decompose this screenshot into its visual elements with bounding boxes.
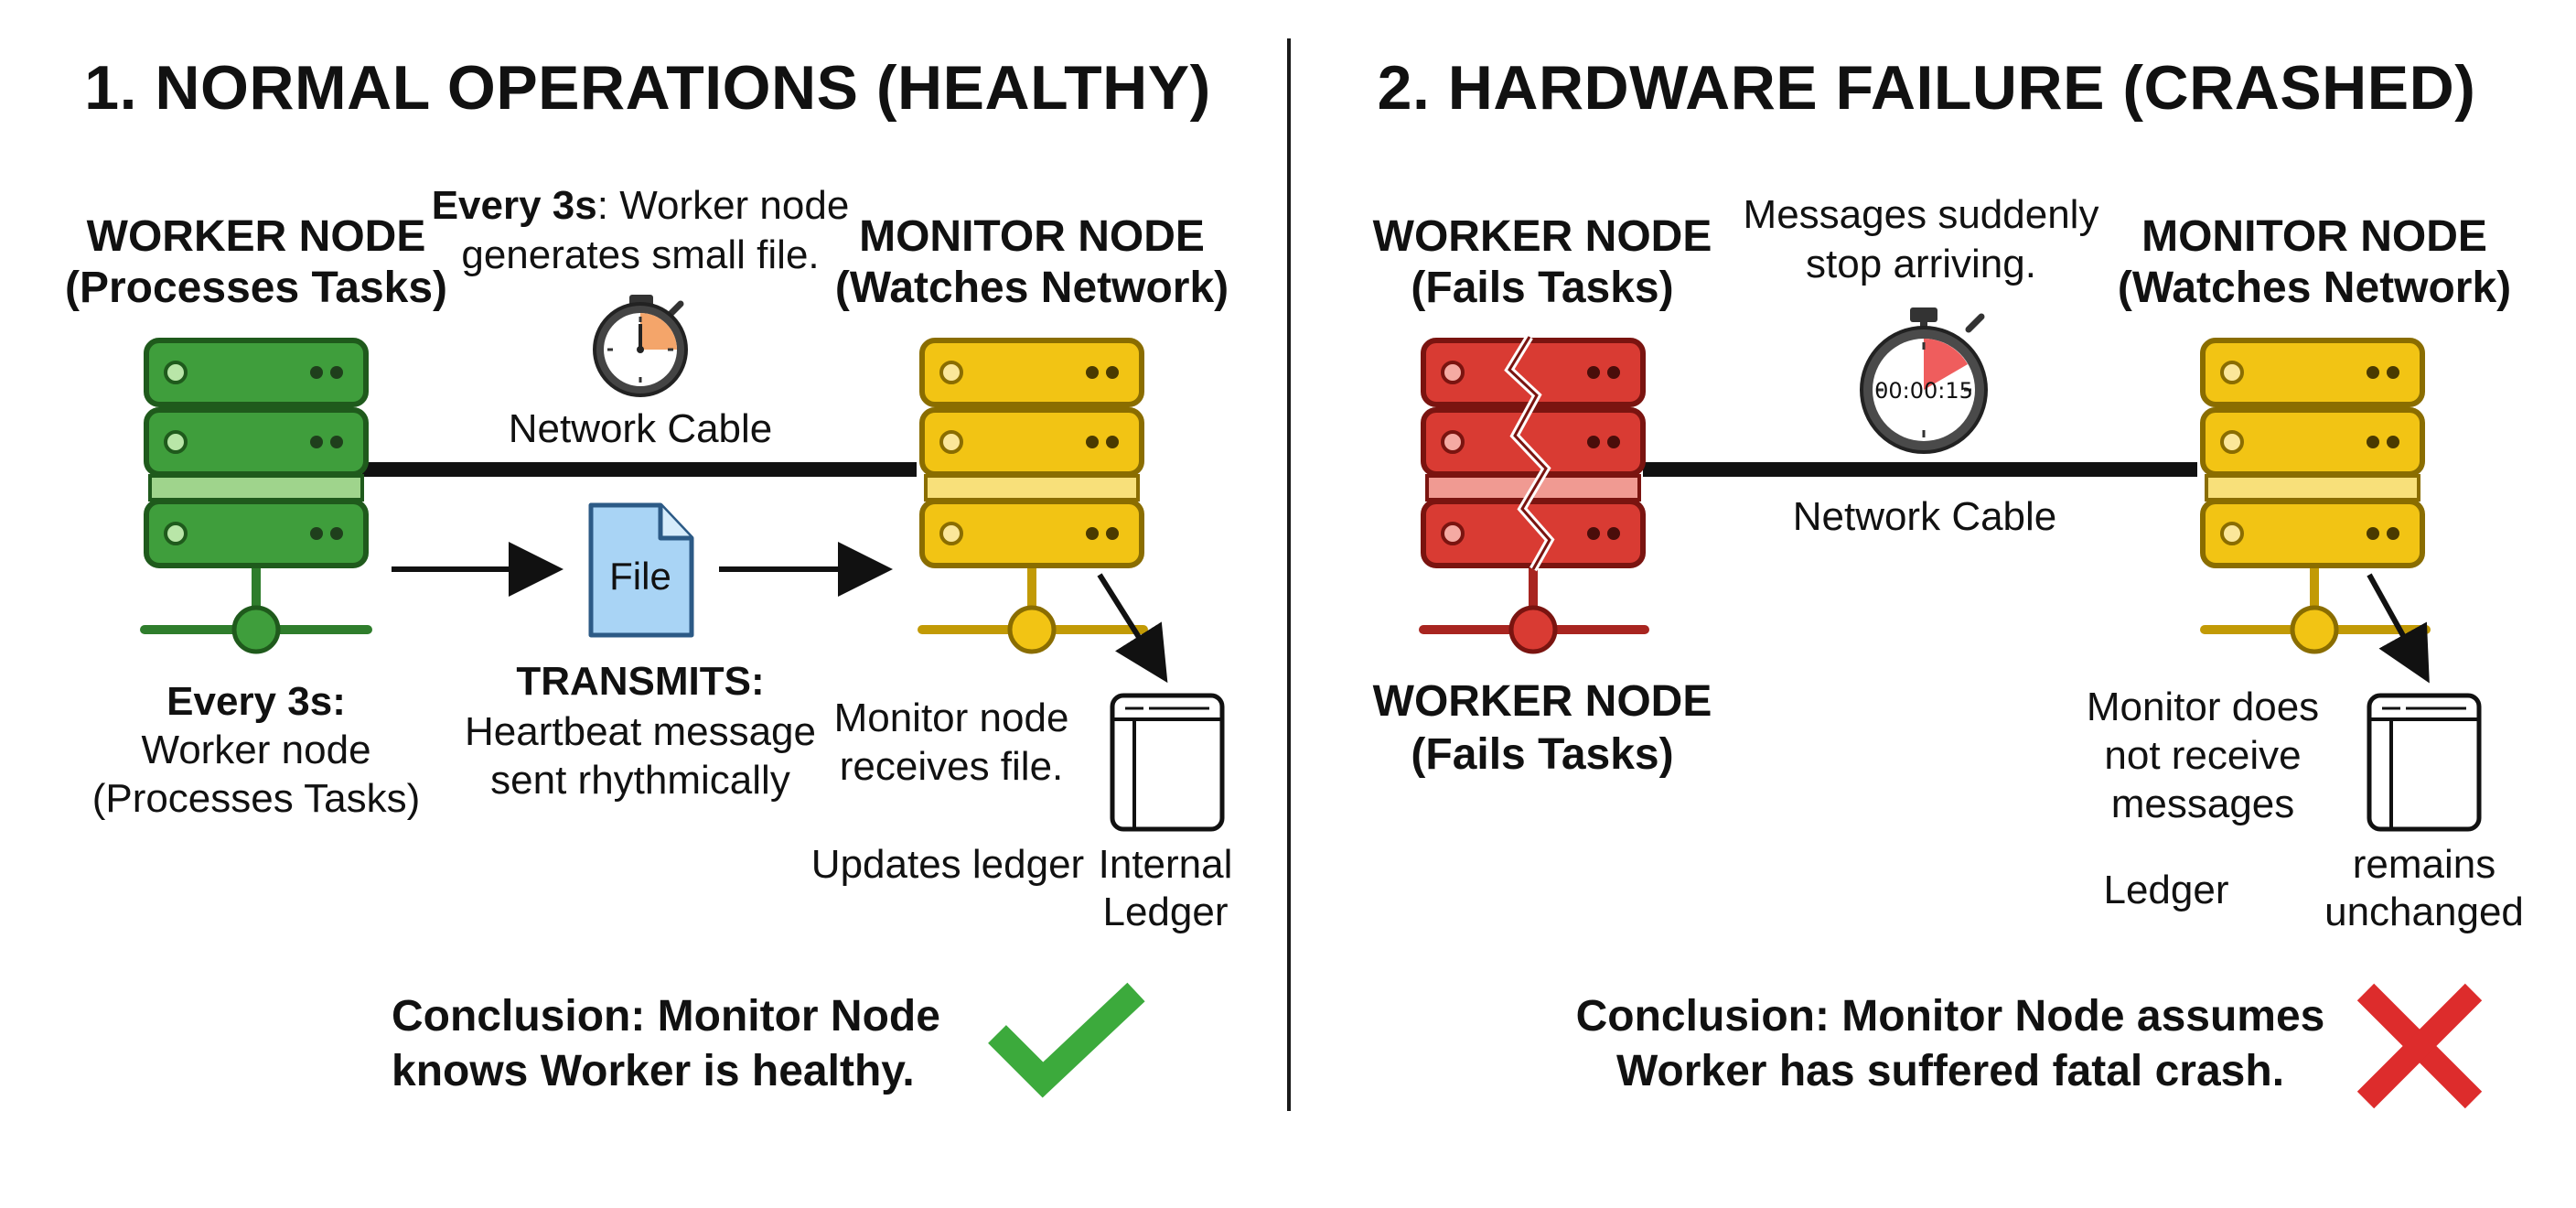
ledger-status-line-2: unchanged: [2324, 890, 2524, 934]
transmit-line-1: Heartbeat message: [465, 709, 816, 754]
monitor-no-receive-line-1: Monitor does: [2086, 685, 2320, 729]
failed-worker-caption-title: WORKER NODE: [1372, 677, 1712, 726]
conclusion-line-1-right: Conclusion: Monitor Node assumes: [1575, 992, 2325, 1041]
monitor-no-receive-line-2: not receive: [2104, 733, 2302, 778]
ledger-label-right: Ledger: [2103, 868, 2229, 912]
worker-node-sublabel: (Processes Tasks): [64, 264, 448, 312]
cross-mark-icon: [2356, 983, 2483, 1109]
monitor-node-sublabel: (Watches Network): [834, 264, 1229, 312]
conclusion-line-2-right: Worker has suffered fatal crash.: [1615, 1047, 2285, 1095]
worker-caption-line-2: (Processes Tasks): [91, 776, 421, 821]
stopwatch-icon: [593, 295, 688, 397]
panel-divider: [1287, 38, 1291, 1111]
ledger-icon: [1110, 693, 1225, 832]
conclusion-line-2: knows Worker is healthy.: [392, 1047, 915, 1095]
check-mark-icon: [988, 982, 1145, 1098]
message-stop-line-1: Messages suddenly: [1743, 192, 2099, 237]
interval-description-line-2: generates small file.: [461, 232, 820, 277]
file-document-icon: [588, 502, 694, 638]
failed-worker-sublabel: (Fails Tasks): [1411, 264, 1674, 312]
monitor-node-sublabel-right: (Watches Network): [2117, 264, 2512, 312]
worker-caption-line-1: Worker node: [141, 728, 371, 772]
timer-readout: 00:00:15: [1874, 378, 1973, 404]
ledger-arrow-right: [2367, 573, 2430, 684]
transmit-title: TRANSMITS:: [516, 659, 765, 704]
network-cable-label-right: Network Cable: [1792, 494, 2057, 539]
ledger-update-text: Updates ledger: [810, 842, 1085, 887]
message-stop-line-2: stop arriving.: [1806, 242, 2036, 286]
ledger-status-line-1: remains: [2352, 842, 2496, 887]
ledger-label-line-1: Internal: [1098, 842, 1233, 887]
monitor-server-icon-right: [2200, 338, 2431, 654]
interval-bold: Every 3s: [431, 183, 597, 228]
worker-caption-title: Every 3s:: [166, 679, 346, 724]
network-cable-label: Network Cable: [508, 406, 773, 451]
stopwatch-icon-right: [1860, 307, 1988, 454]
failed-worker-label: WORKER NODE: [1372, 212, 1712, 261]
monitor-server-icon: [918, 338, 1148, 654]
worker-server-icon: [140, 338, 372, 654]
monitor-caption-line-1: Monitor node: [833, 696, 1069, 740]
interval-description: Every 3s: Worker node: [432, 183, 850, 229]
ledger-label-line-2: Ledger: [1102, 890, 1229, 934]
failed-worker-server-icon: [1419, 334, 1649, 654]
left-panel-title: 1. NORMAL OPERATIONS (HEALTHY): [84, 53, 1211, 123]
interval-text: : Worker node: [596, 183, 850, 228]
monitor-caption-line-2: receives file.: [839, 744, 1064, 789]
file-label: File: [609, 555, 671, 598]
transmit-line-2: sent rhythmically: [490, 758, 790, 803]
ledger-arrow: [1097, 573, 1168, 684]
monitor-no-receive-line-3: messages: [2110, 782, 2295, 826]
ledger-icon-right: [2367, 693, 2482, 832]
failed-worker-caption-subtitle: (Fails Tasks): [1411, 730, 1674, 779]
monitor-node-label-right: MONITOR NODE: [2141, 212, 2487, 261]
conclusion-line-1: Conclusion: Monitor Node: [392, 992, 940, 1041]
monitor-node-label: MONITOR NODE: [859, 212, 1205, 261]
worker-node-label: WORKER NODE: [86, 212, 426, 261]
right-panel-title: 2. HARDWARE FAILURE (CRASHED): [1377, 53, 2476, 123]
